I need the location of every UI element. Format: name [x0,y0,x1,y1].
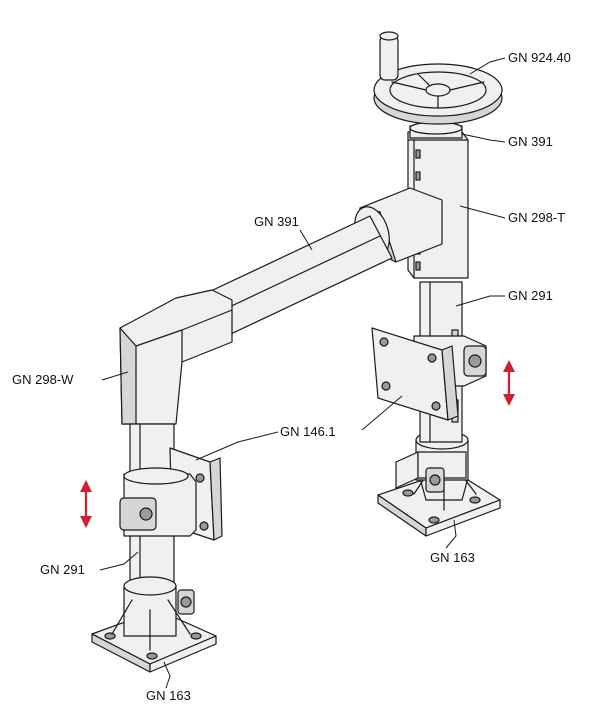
label-left-clamp: GN 291 [40,562,85,577]
label-elbow: GN 298-W [12,372,74,387]
right-lower-clamp [395,451,467,493]
label-left-base: GN 163 [146,688,191,703]
right-flange-plate [371,327,459,421]
double-arrow-vertical-icon [503,360,515,406]
label-flange: GN 146.1 [280,424,336,439]
label-tee: GN 298-T [508,210,565,225]
handwheel [373,31,503,125]
label-right-clamp: GN 291 [508,288,553,303]
label-right-base: GN 163 [430,550,475,565]
double-arrow-vertical-icon [80,480,92,528]
label-horizontal-tube: GN 391 [254,214,299,229]
left-clamp [119,467,197,537]
label-handwheel: GN 924.40 [508,50,571,65]
top-short-tube [409,121,463,139]
left-base-plate [91,576,217,673]
elbow-connector [119,289,233,425]
label-top-tube: GN 391 [508,134,553,149]
leader-lines [99,57,506,689]
